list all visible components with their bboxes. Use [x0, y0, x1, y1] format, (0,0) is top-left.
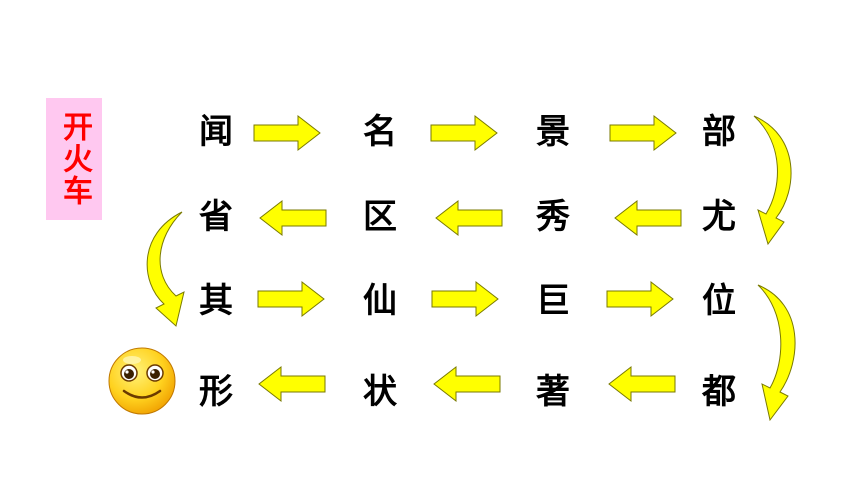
char-r4-c1: 形	[199, 372, 233, 412]
char-r3-c1: 其	[199, 281, 233, 321]
curved-arrow-icon-right-1	[753, 115, 792, 246]
char-r2-c2: 区	[363, 197, 397, 237]
char-r3-c3: 巨	[536, 281, 570, 321]
char-r2-c3: 秀	[536, 197, 570, 237]
curved-arrow-icon-right-2	[757, 284, 796, 422]
title-box: 开火车	[46, 98, 102, 220]
char-r1-c1: 闻	[199, 112, 233, 152]
char-r4-c4: 都	[702, 372, 736, 412]
char-r4-c2: 状	[363, 372, 397, 412]
char-r1-c3: 景	[536, 112, 570, 152]
title-text: 开火车	[57, 111, 92, 207]
smiley-face-icon	[108, 347, 176, 415]
arrow-right-icon	[431, 280, 499, 318]
arrow-left-icon	[258, 365, 326, 403]
char-r2-c1: 省	[199, 197, 233, 237]
curved-arrow-icon-left	[146, 211, 185, 327]
char-r2-c4: 尤	[702, 197, 736, 237]
arrow-left-icon	[433, 365, 501, 403]
arrow-right-icon	[257, 280, 325, 318]
char-r1-c4: 部	[702, 112, 736, 152]
arrow-right-icon	[609, 114, 677, 152]
char-r4-c3: 著	[536, 372, 570, 412]
arrow-left-icon	[259, 199, 327, 237]
arrow-right-icon	[253, 114, 321, 152]
arrow-right-icon	[430, 114, 498, 152]
char-r1-c2: 名	[363, 112, 397, 152]
char-r3-c4: 位	[702, 281, 736, 321]
char-r3-c2: 仙	[363, 281, 397, 321]
arrow-left-icon	[608, 365, 676, 403]
arrow-left-icon	[435, 199, 503, 237]
arrow-right-icon	[606, 280, 674, 318]
arrow-left-icon	[614, 199, 682, 237]
